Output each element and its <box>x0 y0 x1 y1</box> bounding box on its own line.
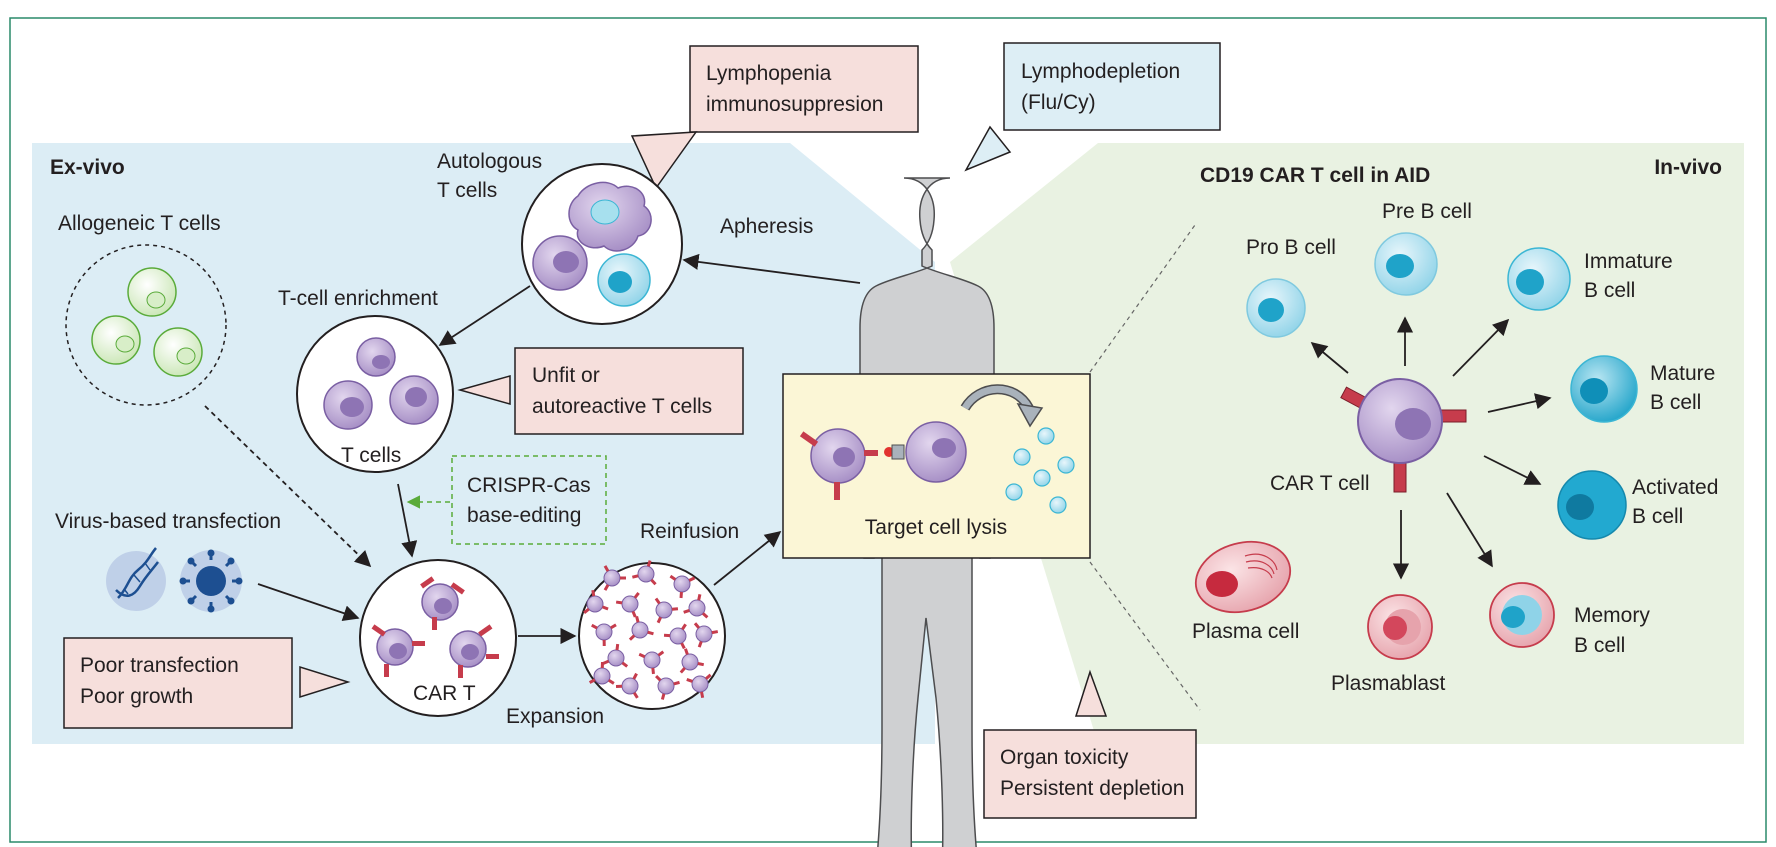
immature-b-cell <box>1507 247 1571 311</box>
pro-b-cell <box>1246 278 1306 338</box>
virus-label: Virus-based transfection <box>55 510 281 533</box>
svg-text:Poor transfection: Poor transfection <box>80 654 239 677</box>
callout-unfit: Unfit or autoreactive T cells <box>457 347 744 435</box>
enrichment-label: T-cell enrichment <box>278 287 438 310</box>
svg-text:Lymphopenia: Lymphopenia <box>706 62 832 85</box>
activated-label-2: B cell <box>1632 505 1683 528</box>
mini-car-t-cell <box>638 650 665 675</box>
in-vivo-arrows <box>1310 316 1552 580</box>
t-cells-circle <box>296 315 454 473</box>
mini-car-t-cell <box>615 592 640 618</box>
svg-text:Persistent depletion: Persistent depletion <box>1000 777 1184 800</box>
in-vivo-subtitle: CD19 CAR T cell in AID <box>1200 164 1430 187</box>
mini-car-t-cell <box>583 589 609 614</box>
mature-b-cell <box>1570 355 1638 423</box>
mini-car-t-cell <box>602 643 629 668</box>
mini-car-t-cell <box>679 648 705 674</box>
in-vivo-title: In-vivo <box>1654 156 1722 179</box>
svg-text:immunosuppresion: immunosuppresion <box>706 93 883 116</box>
memory-b-cell <box>1489 582 1555 648</box>
svg-text:Organ toxicity: Organ toxicity <box>1000 746 1129 769</box>
memory-label: Memory <box>1574 604 1650 627</box>
activated-b-cell <box>1557 470 1627 540</box>
mini-car-t-cell <box>628 616 654 641</box>
t-cells-label: T cells <box>341 444 401 467</box>
autologous-label-2: T cells <box>437 179 497 202</box>
mini-car-t-cell <box>588 661 615 685</box>
reinfusion-label: Reinfusion <box>640 520 739 543</box>
immature-label: Immature <box>1584 250 1673 273</box>
pre-b-cell <box>1374 232 1438 296</box>
allogeneic-label: Allogeneic T cells <box>58 212 221 235</box>
expansion-label: Expansion <box>506 705 604 728</box>
mini-car-t-cell <box>654 597 679 624</box>
activated-label: Activated <box>1632 476 1718 499</box>
mini-car-t-cell <box>683 593 709 619</box>
svg-text:CRISPR-Cas: CRISPR-Cas <box>467 474 591 497</box>
dna-icon <box>106 547 166 611</box>
autologous-label: Autologous <box>437 150 542 173</box>
plasma-cell <box>1194 540 1292 614</box>
target-cell-lysis-box: Target cell lysis <box>782 373 1091 559</box>
svg-text:autoreactive T cells: autoreactive T cells <box>532 395 712 418</box>
virus-icon <box>179 549 243 613</box>
car-t-circle <box>359 559 517 717</box>
callout-organ: Organ toxicity Persistent depletion <box>983 669 1197 819</box>
svg-text:(Flu/Cy): (Flu/Cy) <box>1021 91 1096 114</box>
allogeneic-cells-circle <box>65 244 227 406</box>
apheresis-label: Apheresis <box>720 215 813 238</box>
memory-label-2: B cell <box>1574 634 1625 657</box>
plasma-cell-label: Plasma cell <box>1192 620 1299 643</box>
car-t-cell-hub <box>1340 378 1467 493</box>
mini-car-t-cell <box>693 622 719 648</box>
svg-text:Lymphodepletion: Lymphodepletion <box>1021 60 1180 83</box>
autologous-cells-circle <box>521 163 683 325</box>
car-t-cell-label: CAR T cell <box>1270 472 1370 495</box>
expansion-circle <box>578 560 726 710</box>
plasmablast-label: Plasmablast <box>1331 672 1446 695</box>
mature-label: Mature <box>1650 362 1715 385</box>
pro-b-label: Pro B cell <box>1246 236 1336 259</box>
ex-vivo-arrows <box>204 253 861 645</box>
mini-car-t-cell <box>615 672 639 699</box>
callout-lymphopenia: Lymphopenia immunosuppresion <box>630 45 919 190</box>
mini-car-t-cell <box>591 623 617 647</box>
ex-vivo-title: Ex-vivo <box>50 156 125 179</box>
mini-car-t-cell <box>655 675 680 700</box>
lysis-label: Target cell lysis <box>865 516 1007 539</box>
svg-text:base-editing: base-editing <box>467 504 581 527</box>
callout-crispr: CRISPR-Cas base-editing <box>406 455 607 545</box>
zoom-line-top <box>1089 224 1196 373</box>
mini-car-t-cell <box>663 623 687 650</box>
callout-lymphodepletion: Lymphodepletion (Flu/Cy) <box>964 42 1221 172</box>
mini-car-t-cell <box>632 560 657 586</box>
mini-car-t-cell <box>686 673 712 699</box>
mature-label-2: B cell <box>1650 391 1701 414</box>
mini-car-t-cell <box>669 574 696 599</box>
zoom-line-bottom <box>1089 561 1201 711</box>
mini-car-t-cell <box>603 565 626 591</box>
pre-b-label: Pre B cell <box>1382 200 1472 223</box>
plasmablast-cell <box>1367 594 1433 660</box>
callout-poor: Poor transfection Poor growth <box>63 637 351 729</box>
car-t-label: CAR T <box>413 682 476 705</box>
svg-text:Poor growth: Poor growth <box>80 685 193 708</box>
immature-label-2: B cell <box>1584 279 1635 302</box>
svg-text:Unfit or: Unfit or <box>532 364 600 387</box>
